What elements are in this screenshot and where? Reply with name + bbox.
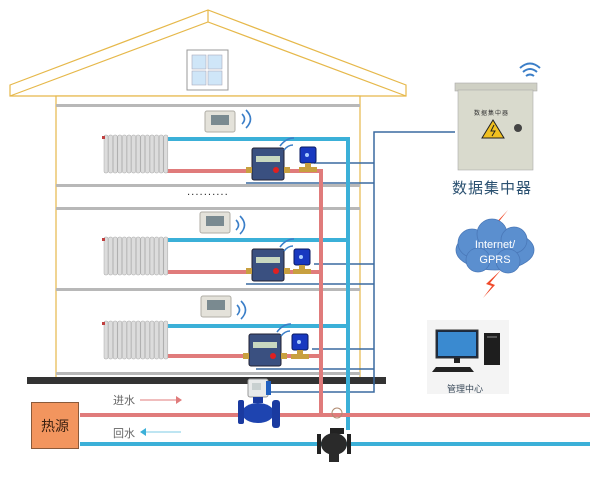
wireless-signal-icon (276, 323, 292, 337)
heat-source-box: 热源 (31, 402, 79, 449)
wireless-signal-icon (236, 300, 247, 320)
control-valve-floor-1 (299, 146, 317, 172)
network-label-line1: Internet/ (474, 239, 516, 251)
return-water-label: 回水 (113, 427, 135, 440)
ground-line (27, 377, 386, 384)
cloud-icon (455, 218, 535, 274)
concentrator-box-label: 数据集中器 (474, 110, 510, 117)
heat-source-label: 热源 (41, 418, 69, 435)
floor-ellipsis: ·········· (187, 190, 229, 201)
thermostat-panel-floor-3 (200, 295, 247, 320)
wifi-icon (519, 62, 541, 77)
supply-water-label: 进水 (113, 394, 135, 407)
flow-meter (238, 378, 280, 428)
network-label: Internet/ GPRS (456, 238, 534, 268)
concentrator-label: 数据集中器 (452, 179, 533, 197)
wireless-signal-icon (279, 238, 295, 252)
control-valve-floor-3 (291, 333, 309, 359)
thermostat-panel-floor-2 (199, 211, 246, 235)
management-center-label: 管理中心 (447, 385, 484, 395)
wireless-signal-icon (235, 215, 246, 235)
heat-meter-floor-2 (246, 238, 295, 282)
lightning-icon-bottom (483, 270, 501, 298)
signal-lines (246, 131, 455, 393)
heat-meter-floor-1 (246, 137, 295, 181)
supply-arrow (140, 396, 182, 404)
wireless-signal-icon (279, 137, 295, 151)
radiator-floor-2 (102, 236, 169, 276)
control-valve-floor-2 (293, 248, 311, 274)
balancing-valve (317, 407, 351, 462)
heat-meter-floor-3 (243, 323, 292, 367)
data-concentrator-box (454, 82, 538, 171)
network-label-line2: GPRS (479, 254, 511, 266)
radiator-floor-1 (102, 134, 169, 174)
wireless-signal-icon (241, 109, 252, 129)
computer-icon (427, 320, 509, 394)
attic-window (186, 49, 229, 91)
return-arrow (140, 428, 181, 436)
radiator-floor-3 (102, 320, 169, 360)
thermostat-panel-floor-1 (204, 109, 252, 133)
